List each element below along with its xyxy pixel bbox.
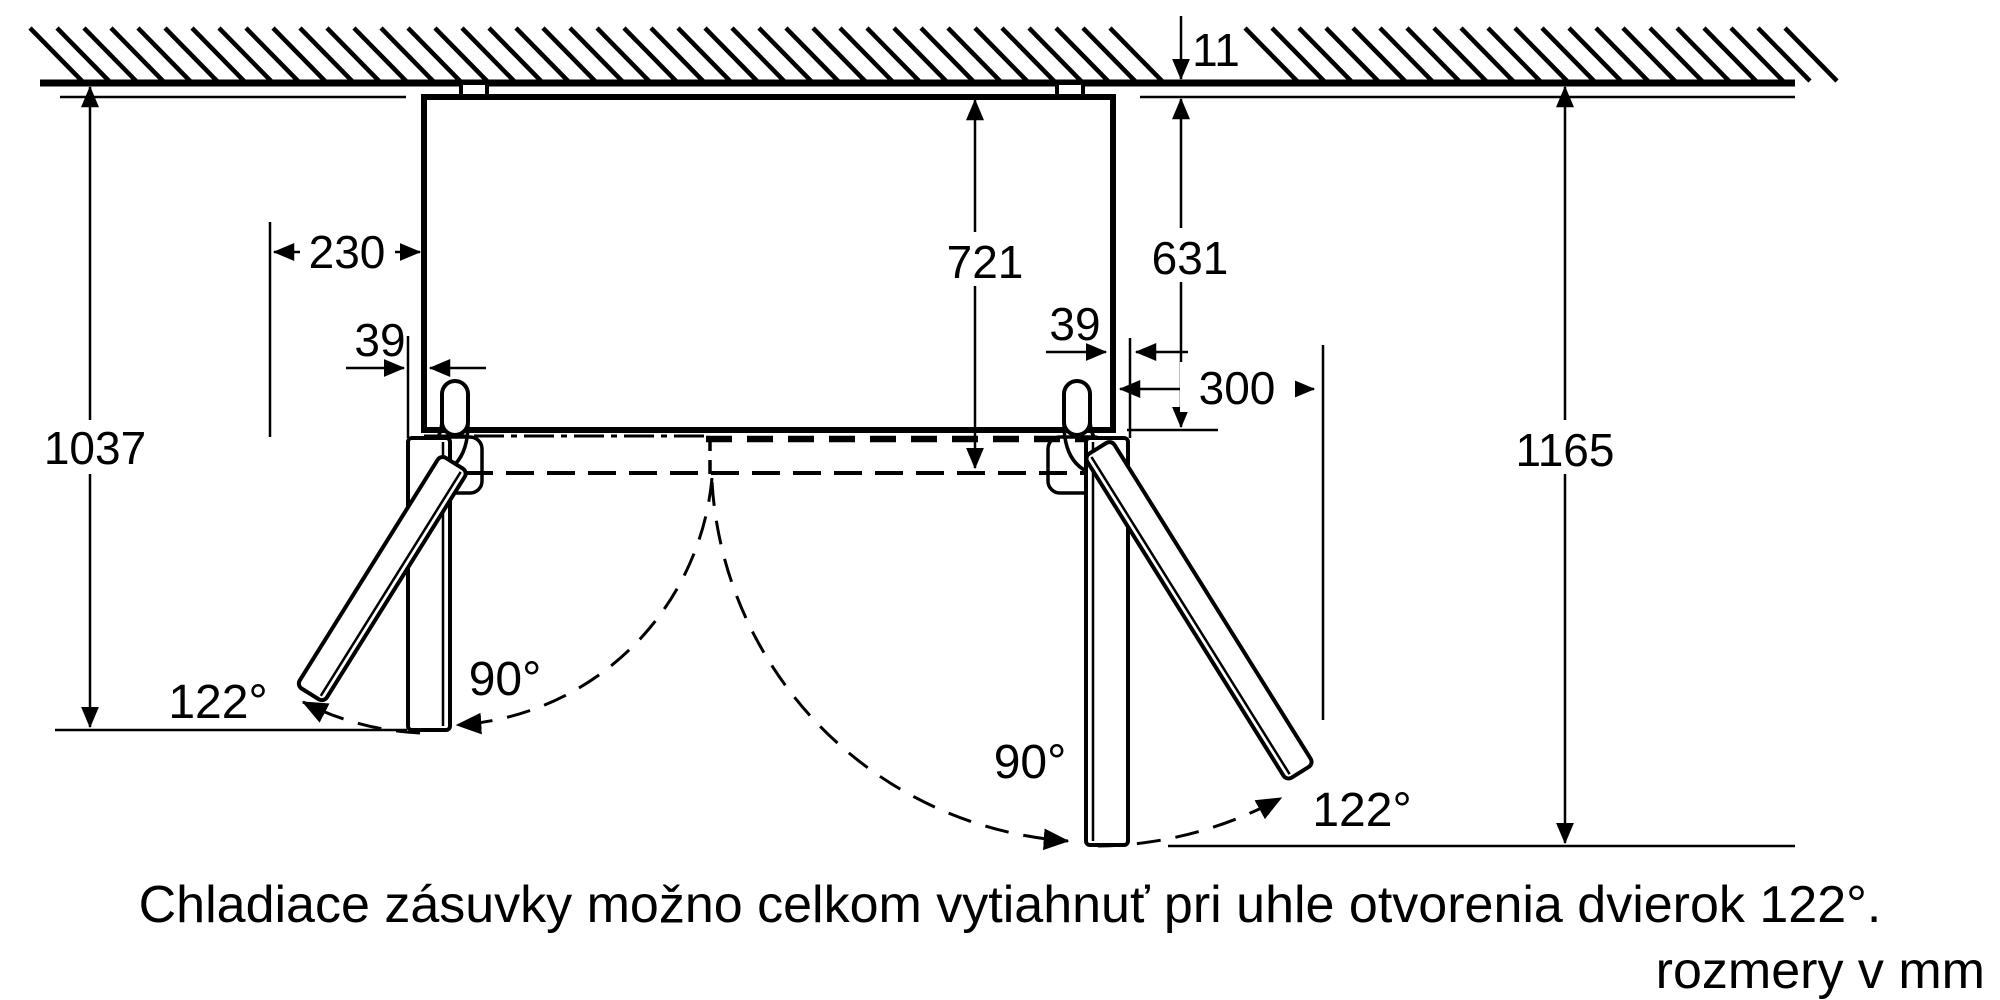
wall-hatch-line	[1621, 26, 1677, 83]
mask-721	[925, 232, 1045, 286]
dim-label-11: 11	[1192, 24, 1240, 76]
swing-arc-left-122	[301, 700, 421, 735]
wall-hatch-line	[1540, 26, 1596, 83]
wall-hatch-line	[1324, 26, 1380, 83]
wall-hatch-line	[622, 26, 678, 83]
wall-hatch-line	[163, 26, 219, 83]
wall-spacer-right	[1055, 81, 1085, 98]
dim-label-230: 230	[309, 226, 386, 278]
swing-arc-right-90	[710, 481, 1070, 851]
units-note: rozmery v mm	[1656, 942, 1985, 1000]
dim-label-39-right: 39	[1049, 298, 1100, 350]
wall-hatch-line	[892, 26, 948, 83]
wall-hatch-line	[298, 26, 354, 83]
wall-hatch-line	[55, 26, 111, 83]
wall-hatch-line	[1486, 26, 1542, 83]
wall-hatch-line	[82, 26, 138, 83]
wall-hatch-line	[190, 26, 246, 83]
wall-hatch-line	[487, 26, 543, 83]
door-left-open-122	[296, 455, 468, 703]
wall-hatch-line	[460, 26, 516, 83]
wall-hatch-line	[244, 26, 300, 83]
wall-hatch-line	[1756, 26, 1812, 83]
wall-hatch-line	[1351, 26, 1407, 83]
mask-300	[1180, 362, 1295, 412]
angle-label-right-90: 90°	[994, 736, 1067, 789]
wall-hatch-line	[1081, 26, 1137, 83]
wall-hatch-line	[325, 26, 381, 83]
wall-hatch-line	[136, 26, 192, 83]
mask-230	[300, 228, 395, 276]
wall-hatch-line	[946, 26, 1002, 83]
wall-hatch-line	[1567, 26, 1623, 83]
wall-hatch-line	[1378, 26, 1434, 83]
wall-hatch-line	[1108, 26, 1164, 83]
wall-hatch-line	[919, 26, 975, 83]
angle-label-right-122: 122°	[1312, 784, 1411, 837]
wall-hatch-line	[514, 26, 570, 83]
angle-label-left-122: 122°	[168, 676, 267, 729]
wall-hatch-line	[1054, 26, 1110, 83]
wall-hatch-line	[784, 26, 840, 83]
wall-hatch-line	[1270, 26, 1326, 83]
wall-hatch-line	[352, 26, 408, 83]
wall-hatch-line	[973, 26, 1029, 83]
wall-hatch-line	[649, 26, 705, 83]
wall-hatch-line	[109, 26, 165, 83]
wall-hatch-line	[1783, 26, 1839, 83]
wall-hatch-line	[838, 26, 894, 83]
wall-hatch-line	[1513, 26, 1569, 83]
dim-label-721: 721	[947, 236, 1024, 288]
wall-hatch-line	[379, 26, 435, 83]
wall-hatch-line	[568, 26, 624, 83]
caption-drawers-note: Chladiace zásuvky možno celkom vytiahnuť…	[139, 876, 1882, 934]
wall-hatch-line	[1459, 26, 1515, 83]
wall-hatch-line	[1243, 26, 1299, 83]
wall-hatch-line	[595, 26, 651, 83]
wall-hatch-line	[28, 26, 84, 83]
wall-hatch-line	[703, 26, 759, 83]
wall-hatch-line	[1027, 26, 1083, 83]
wall-hatch-line	[271, 26, 327, 83]
wall-hatch-line	[1297, 26, 1353, 83]
mask-631	[1130, 228, 1250, 282]
door-right-open-122	[1084, 440, 1314, 781]
wall-hatch-line	[1702, 26, 1758, 83]
wall-hatch-line	[676, 26, 732, 83]
mask-1165	[1497, 420, 1637, 474]
dim-label-300: 300	[1199, 362, 1276, 414]
wall-spacer-left	[459, 81, 489, 98]
wall-hatch-line	[1432, 26, 1488, 83]
wall-hatch-line	[1405, 26, 1461, 83]
wall-hatch-line	[730, 26, 786, 83]
wall-hatch-line	[757, 26, 813, 83]
dim-label-39-left: 39	[354, 314, 405, 366]
wall-hatch-line	[1675, 26, 1731, 83]
wall-hatch-line	[406, 26, 462, 83]
swing-arc-left-90	[455, 477, 714, 735]
fridge-body	[421, 94, 1116, 433]
dim-label-1037: 1037	[44, 422, 146, 474]
dim-label-1165: 1165	[1516, 424, 1615, 476]
wall-hatch-line	[541, 26, 597, 83]
mask-1037	[30, 420, 165, 474]
wall-hatch-line	[1648, 26, 1704, 83]
wall-hatch-line	[1594, 26, 1650, 83]
wall-hatch-line	[865, 26, 921, 83]
wall-hatch-line	[433, 26, 489, 83]
door-right-open-90	[1084, 436, 1130, 847]
wall-hatch-line	[1000, 26, 1056, 83]
wall-hatch-line	[217, 26, 273, 83]
wall-hatch-line	[811, 26, 867, 83]
wall-hatching	[28, 26, 1839, 83]
angle-label-left-90: 90°	[469, 653, 542, 706]
dim-label-631: 631	[1152, 232, 1229, 284]
wall-hatch-line	[1729, 26, 1785, 83]
